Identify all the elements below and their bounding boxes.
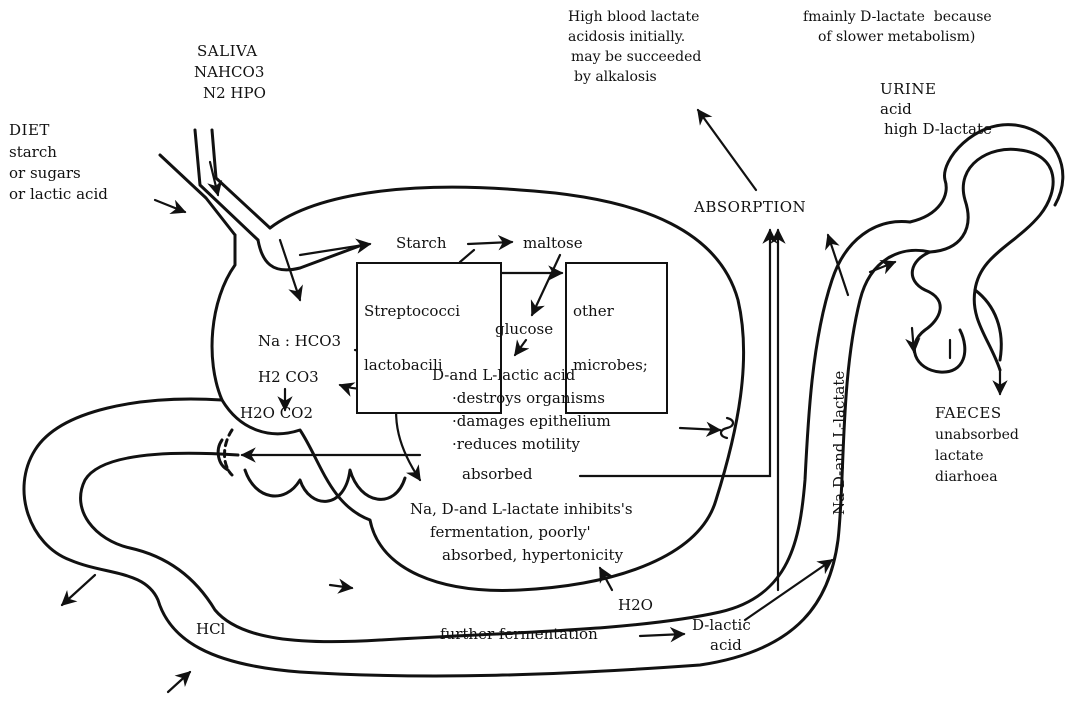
faeces-label: FAECES: [935, 404, 1002, 423]
saliva-n2hpo: N2 HPO: [203, 84, 266, 103]
starch-label: Starch: [396, 234, 446, 253]
effect-absorbed: absorbed: [462, 465, 533, 484]
glucose-label: glucose: [495, 320, 553, 339]
diet-lactic: or lactic acid: [9, 185, 108, 204]
d-lactic-2: acid: [710, 636, 742, 655]
faeces-unabsorbed: unabsorbed: [935, 426, 1019, 444]
d-lactic-1: D-lactic: [692, 616, 751, 635]
effect-destroys: ·destroys organisms: [452, 389, 605, 408]
blood-lactate-4: by alkalosis: [574, 68, 657, 86]
na-hco3-label: Na : HCO3: [258, 332, 341, 351]
d-lactate-note-2: of slower metabolism): [818, 28, 975, 46]
blood-lactate-2: acidosis initially.: [568, 28, 685, 46]
diet-arrow: [155, 200, 185, 212]
na-lactate-vertical: Na D-and L-lactate: [830, 371, 849, 515]
further-fermentation-label: further fermentation: [440, 625, 598, 644]
caecum-outline: [930, 149, 1053, 370]
saliva-label: SALIVA: [197, 42, 258, 61]
effect-motility: ·reduces motility: [452, 435, 580, 454]
oesophagus-wall-inner: [212, 130, 270, 228]
d-lactate-note-1: fmainly D-lactate because: [803, 8, 992, 26]
effect-damages: ·damages epithelium: [452, 412, 611, 431]
h2o-co2-label: H2O CO2: [240, 404, 313, 423]
diet-starch: starch: [9, 143, 57, 162]
colon-coils: [912, 252, 965, 372]
diet-sugars: or sugars: [9, 164, 81, 183]
blood-lactate-1: High blood lactate: [568, 8, 699, 26]
other-microbes-line-1: other: [573, 302, 660, 320]
maltose-label: maltose: [523, 234, 583, 253]
na-lactate-line-1: Na, D-and L-lactate inhibits's: [410, 500, 633, 519]
faeces-lactate: lactate: [935, 447, 984, 465]
lactic-acid-label: D-and L-lactic acid: [432, 366, 575, 385]
blood-lactate-3: may be succeeded: [571, 48, 701, 66]
other-microbes-line-2: microbes;: [573, 356, 660, 374]
h2co3-label: H2 CO3: [258, 368, 319, 387]
urine-d-lactate: high D-lactate: [884, 120, 992, 139]
saliva-nahco3: NAHCO3: [194, 63, 264, 82]
na-lactate-line-3: absorbed, hypertonicity: [442, 546, 623, 565]
hcl-label: HCl: [196, 620, 225, 639]
urine-label: URINE: [880, 80, 936, 99]
urine-acid: acid: [880, 100, 912, 119]
h2o-label: H2O: [618, 596, 653, 615]
starch-maltose-arrow: [468, 242, 512, 244]
na-lactate-line-2: fermentation, poorly': [430, 523, 591, 542]
absorption-label: ABSORPTION: [694, 198, 806, 217]
diet-label: DIET: [9, 121, 50, 140]
streptococci-line-1: Streptococci: [364, 302, 494, 320]
faeces-diarrhoea: diarhoea: [935, 468, 998, 486]
